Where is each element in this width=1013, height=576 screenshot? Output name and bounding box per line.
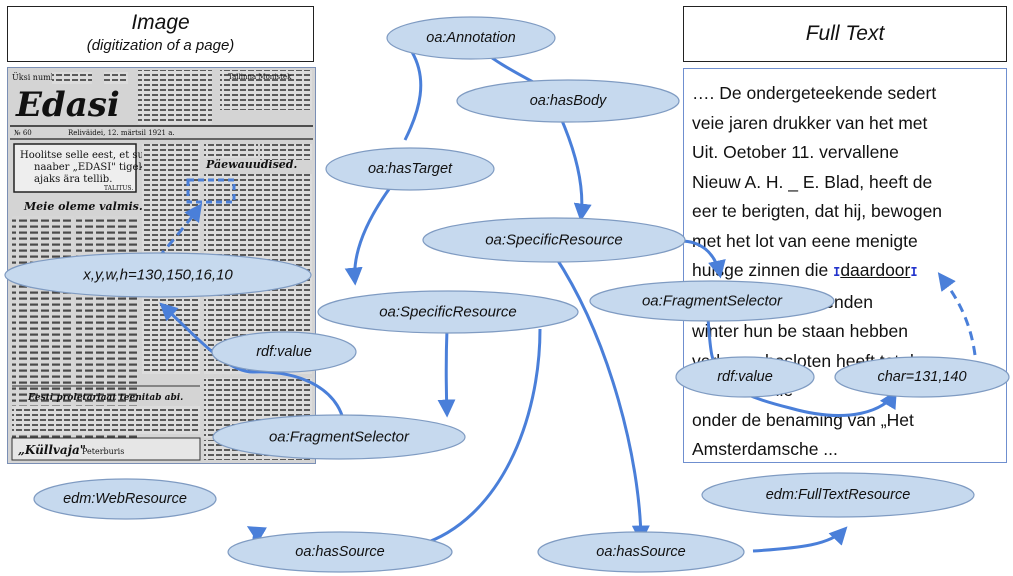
node-edm-webresource: edm:WebResource (33, 478, 217, 520)
news-ad-sign: TALITUS. (104, 185, 133, 192)
node-oa-fragmentselector-image: oa:FragmentSelector (212, 414, 466, 460)
node-label: oa:SpecificResource (379, 304, 517, 321)
fulltext-line: eer te berigten, dat hij, bewogen (692, 201, 943, 221)
edge-specificresource-hassource (419, 328, 542, 547)
edge-hastarget-specificresource (344, 184, 394, 286)
news-bottom-right: Peterburis (82, 447, 124, 456)
news-ad-line2: naaber „EDASI" tigeks (34, 162, 150, 173)
image-subtitle-label: (digitization of a page) (86, 37, 235, 54)
node-char-range: char=131,140 (834, 356, 1010, 398)
fragment-start-marker: I (833, 265, 841, 279)
news-right-top: Tallinna Monistek (228, 73, 292, 81)
fulltext-line: veie jaren drukker van het met (692, 112, 928, 133)
fulltext-line: Uit. Oetober 11. vervallene (692, 142, 899, 162)
edge-annotation-hastarget (403, 51, 423, 141)
link-char-to-text-fragment (937, 272, 977, 356)
edge-specificresource-fragmentselector-text (677, 239, 726, 279)
fulltext-line: met het lot van eene menigte (692, 230, 918, 251)
node-label: oa:hasBody (530, 93, 607, 109)
node-label: x,y,w,h=130,150,16,10 (82, 267, 233, 284)
node-oa-specificresource-target: oa:SpecificResource (317, 290, 579, 334)
node-label: oa:SpecificResource (485, 232, 623, 249)
node-label: oa:FragmentSelector (269, 429, 410, 446)
image-region-selection (186, 178, 236, 204)
node-rdf-value-text: rdf:value (675, 356, 815, 398)
fulltext-panel-title: Full Text (683, 6, 1007, 62)
edge-hassource-fulltextresource (752, 526, 848, 553)
news-number: № 60 (14, 129, 32, 137)
node-label: oa:FragmentSelector (642, 293, 783, 310)
node-oa-annotation: oa:Annotation (386, 16, 556, 60)
edge-specificresource-fragmentselector (437, 328, 456, 418)
node-oa-hassource-text: oa:hasSource (537, 531, 745, 573)
fulltext-line: …. De ondergeteekende sedert (692, 83, 937, 103)
edge-hasbody-specificresource (558, 115, 592, 222)
node-xywh: x,y,w,h=130,150,16,10 (4, 252, 312, 298)
node-oa-hasbody: oa:hasBody (456, 79, 680, 123)
news-headline-left: Meie oleme valmis. (23, 200, 143, 213)
node-rdf-value-image: rdf:value (211, 331, 357, 373)
news-section-mid: Eesti proletariaat teenitab abi. (27, 393, 183, 403)
edge-fragmentselector-rdfvalue (159, 302, 347, 435)
edge-specificresource-hassource-text (553, 255, 650, 544)
edge-fragmentselector-rdfvalue-text (706, 317, 897, 417)
node-label: edm:WebResource (63, 491, 187, 507)
node-label: oa:hasTarget (368, 161, 453, 177)
node-label: rdf:value (717, 369, 773, 385)
news-ad-line3: ajaks ära tellib. (34, 174, 112, 185)
newspaper-scan-image: Üksi numbr Tallinna Monistek Edasi № 60 … (7, 67, 316, 464)
node-edm-fulltextresource: edm:FullTextResource (701, 472, 975, 518)
fulltext-line: Nieuw A. H. _ E. Blad, heeft de (692, 171, 933, 192)
news-header-left: Üksi numbr (12, 73, 60, 82)
image-title-label: Image (131, 11, 190, 34)
news-bottom-left: „Küllvaja" (18, 443, 86, 457)
graph-nodes: oa:Annotation oa:hasBody oa:hasTarget oa… (4, 16, 1010, 573)
image-panel-title: Image (digitization of a page) (7, 6, 314, 62)
node-oa-hassource-image: oa:hasSource (227, 531, 453, 573)
news-ad-line1: Hoolitse selle eest, et su (20, 150, 145, 161)
node-oa-hastarget: oa:hasTarget (325, 147, 495, 191)
news-date: Reliväidei, 12. märtsil 1921 a. (68, 129, 175, 137)
fragment-end-marker: I (910, 265, 918, 279)
fulltext-line: Amsterdamsche ... (692, 439, 838, 459)
node-oa-specificresource-body: oa:SpecificResource (422, 217, 686, 263)
node-label: oa:hasSource (596, 544, 685, 560)
node-label: oa:hasSource (295, 544, 384, 560)
link-xywh-to-image-region (156, 203, 203, 259)
news-masthead: Edasi (15, 85, 120, 125)
node-label: edm:FullTextResource (766, 487, 911, 503)
fulltext-line: onder de benaming van „Het (692, 409, 914, 430)
node-label: char=131,140 (877, 369, 966, 385)
news-headline-right: Päewauudised. (205, 158, 297, 171)
fragment-highlight: daardoor (840, 260, 911, 280)
fulltext-line: winter hun be staan hebben (692, 321, 908, 341)
node-oa-fragmentselector-text: oa:FragmentSelector (589, 280, 835, 322)
node-label: oa:Annotation (426, 30, 516, 46)
node-label: rdf:value (256, 344, 312, 360)
